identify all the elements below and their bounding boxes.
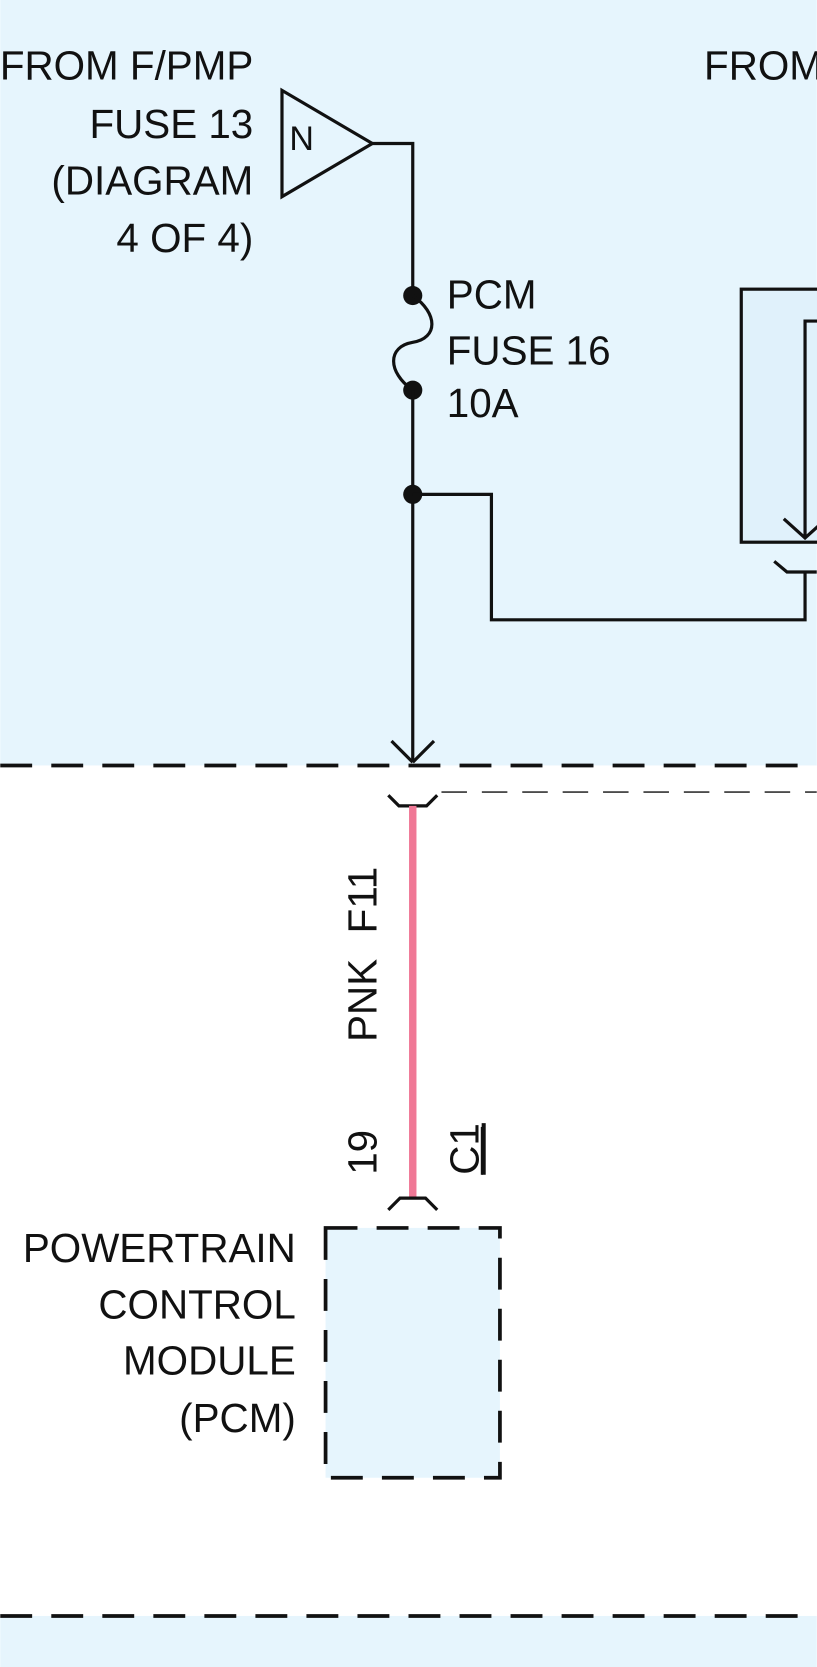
source-line: 4 OF 4) <box>116 215 253 261</box>
module-label-line: MODULE <box>123 1338 296 1384</box>
connector-icon <box>773 560 817 574</box>
connector-letter: N <box>289 120 314 158</box>
fuse-label-line: PCM <box>447 271 537 317</box>
wire-color-label: PNK F11 <box>340 867 386 1042</box>
source-line: FROM F/PMP <box>0 43 253 89</box>
right-source-label: FROM <box>704 43 817 89</box>
pin-number: 19 <box>340 1130 386 1175</box>
module-label-line: (PCM) <box>179 1395 296 1441</box>
component-wire <box>803 319 817 537</box>
fuse-label-line: FUSE 16 <box>447 328 611 374</box>
branch-wire <box>412 492 807 622</box>
arrow-icon <box>390 739 414 764</box>
module-label-line: CONTROL <box>98 1281 295 1327</box>
lower-zone <box>0 1615 817 1667</box>
fuse-icon <box>392 294 434 392</box>
module-label-line: POWERTRAIN <box>23 1225 296 1271</box>
wire-circuit: F11 <box>340 867 386 934</box>
connector-triangle-icon <box>280 87 376 200</box>
source-label: FROM F/PMP FUSE 13 (DIAGRAM 4 OF 4) <box>0 43 253 261</box>
fuse-label: PCM FUSE 16 10A <box>447 271 611 425</box>
connector-icon <box>387 1196 439 1211</box>
arrow-icon <box>782 517 817 541</box>
source-line: FUSE 13 <box>89 101 253 147</box>
fuse-label-line: 10A <box>447 380 519 426</box>
connector-icon <box>387 794 439 808</box>
wire-color-code: PNK <box>340 959 386 1042</box>
feed-wire <box>372 141 415 296</box>
source-line: (DIAGRAM <box>51 158 253 204</box>
arrow-icon <box>411 739 436 764</box>
connector-id: C1 <box>442 1123 488 1175</box>
pcm-module-box <box>323 1226 502 1480</box>
module-label: POWERTRAIN CONTROL MODULE (PCM) <box>23 1225 296 1441</box>
